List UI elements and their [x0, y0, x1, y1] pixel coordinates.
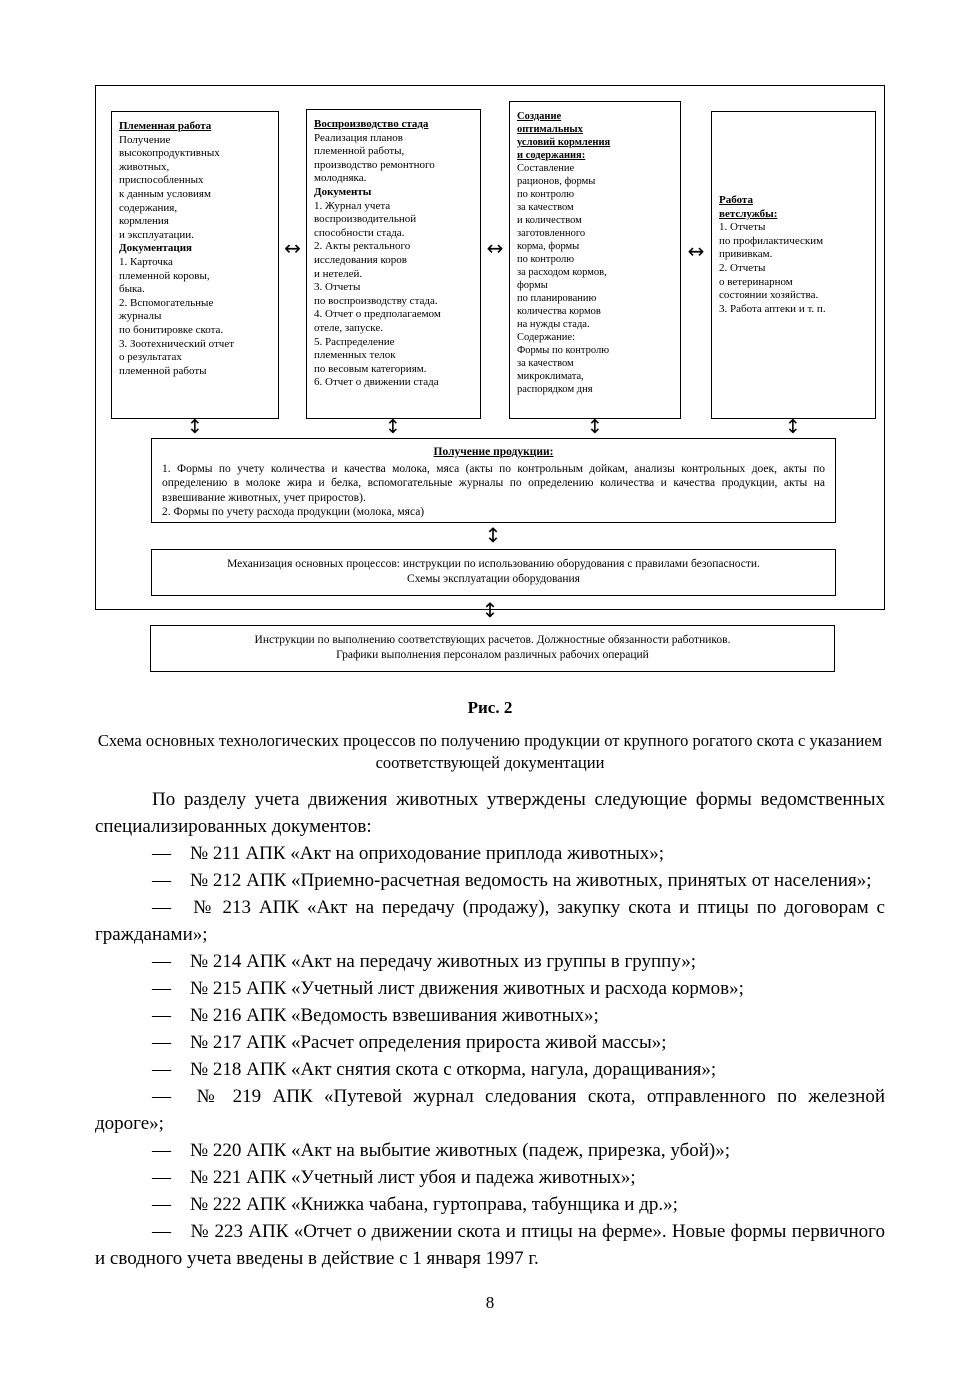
vet-list: 1. Отчеты по профилактическим прививкам.…: [719, 221, 826, 315]
double-arrow-vertical-icon: ↕: [484, 523, 502, 547]
double-arrow-horizontal-icon: ↔: [687, 239, 705, 263]
list-item: — № 219 АПК «Путевой журнал следования с…: [95, 1086, 885, 1134]
production-title: Получение продукции:: [433, 446, 554, 458]
page-number: 8: [485, 1293, 495, 1312]
mechanization-body: Механизация основных процессов: инструкц…: [227, 558, 760, 585]
reproduction-title: Воспроизводство стада: [314, 118, 429, 130]
breeding-box: Племенная работа Получение высокопродукт…: [111, 111, 279, 419]
mechanization-box: Механизация основных процессов: инструкц…: [151, 549, 836, 596]
double-arrow-vertical-icon: ↕: [187, 416, 203, 438]
list-item: — № 221 АПК «Учетный лист убоя и падежа …: [152, 1167, 636, 1188]
breeding-list: 1. Карточка племенной коровы, быка. 2. В…: [119, 255, 235, 377]
breeding-subtitle: Документация: [119, 242, 192, 255]
breeding-title: Племенная работа: [119, 120, 212, 132]
double-arrow-horizontal-icon: ↔: [486, 236, 504, 260]
list-item: — № 220 АПК «Акт на выбытие животных (па…: [152, 1140, 731, 1161]
reproduction-body: Реализация планов племенной работы, прои…: [314, 131, 435, 185]
process-diagram: Племенная работа Получение высокопродукт…: [95, 85, 885, 610]
list-item: — № 215 АПК «Учетный лист движения живот…: [152, 978, 744, 999]
breeding-body: Получение высокопродуктивных животных, п…: [119, 133, 220, 241]
vet-box: Работа ветслужбы: 1. Отчеты по профилакт…: [711, 111, 876, 419]
double-arrow-vertical-icon: ↕: [481, 598, 499, 622]
list-item: — № 223 АПК «Отчет о движении скота и пт…: [95, 1221, 885, 1269]
list-item: — № 222 АПК «Книжка чабана, гуртоправа, …: [152, 1194, 678, 1215]
feeding-body: Составление рационов, формы по контролю …: [517, 163, 610, 395]
figure-caption: Схема основных технологических процессов…: [97, 731, 883, 772]
reproduction-subtitle: Документы: [314, 185, 372, 198]
list-item: — № 216 АПК «Ведомость взвешивания живот…: [152, 1005, 599, 1026]
double-arrow-vertical-icon: ↕: [785, 416, 801, 438]
list-item: — № 212 АПК «Приемно-расчетная ведомость…: [152, 870, 872, 891]
list-item: — № 217 АПК «Расчет определения прироста…: [152, 1032, 667, 1053]
feeding-title: Создание оптимальных условий кормления и…: [517, 111, 611, 161]
list-item: — № 213 АПК «Акт на передачу (продажу), …: [95, 897, 885, 945]
double-arrow-vertical-icon: ↕: [587, 416, 603, 438]
instructions-body: Инструкции по выполнению соответствующих…: [254, 634, 731, 661]
intro-paragraph: По разделу учета движения животных утвер…: [95, 789, 885, 837]
reproduction-box: Воспроизводство стада Реализация планов …: [306, 109, 481, 419]
production-body: 1. Формы по учету количества и качества …: [162, 462, 825, 519]
list-item: — № 218 АПК «Акт снятия скота с откорма,…: [152, 1059, 717, 1080]
body-text: По разделу учета движения животных утвер…: [95, 786, 885, 1272]
list-item: — № 211 АПК «Акт на оприходование припло…: [152, 843, 664, 864]
feeding-box: Создание оптимальных условий кормления и…: [509, 101, 681, 419]
vet-title: Работа ветслужбы:: [719, 194, 778, 220]
production-box: Получение продукции: 1. Формы по учету к…: [151, 438, 836, 523]
reproduction-list: 1. Журнал учета воспроизводительной спос…: [314, 199, 441, 389]
double-arrow-vertical-icon: ↕: [385, 416, 401, 438]
instructions-box: Инструкции по выполнению соответствующих…: [150, 625, 835, 672]
figure-label: Рис. 2: [467, 698, 513, 717]
double-arrow-horizontal-icon: ↔: [284, 236, 301, 260]
list-item: — № 214 АПК «Акт на передачу животных из…: [152, 951, 697, 972]
